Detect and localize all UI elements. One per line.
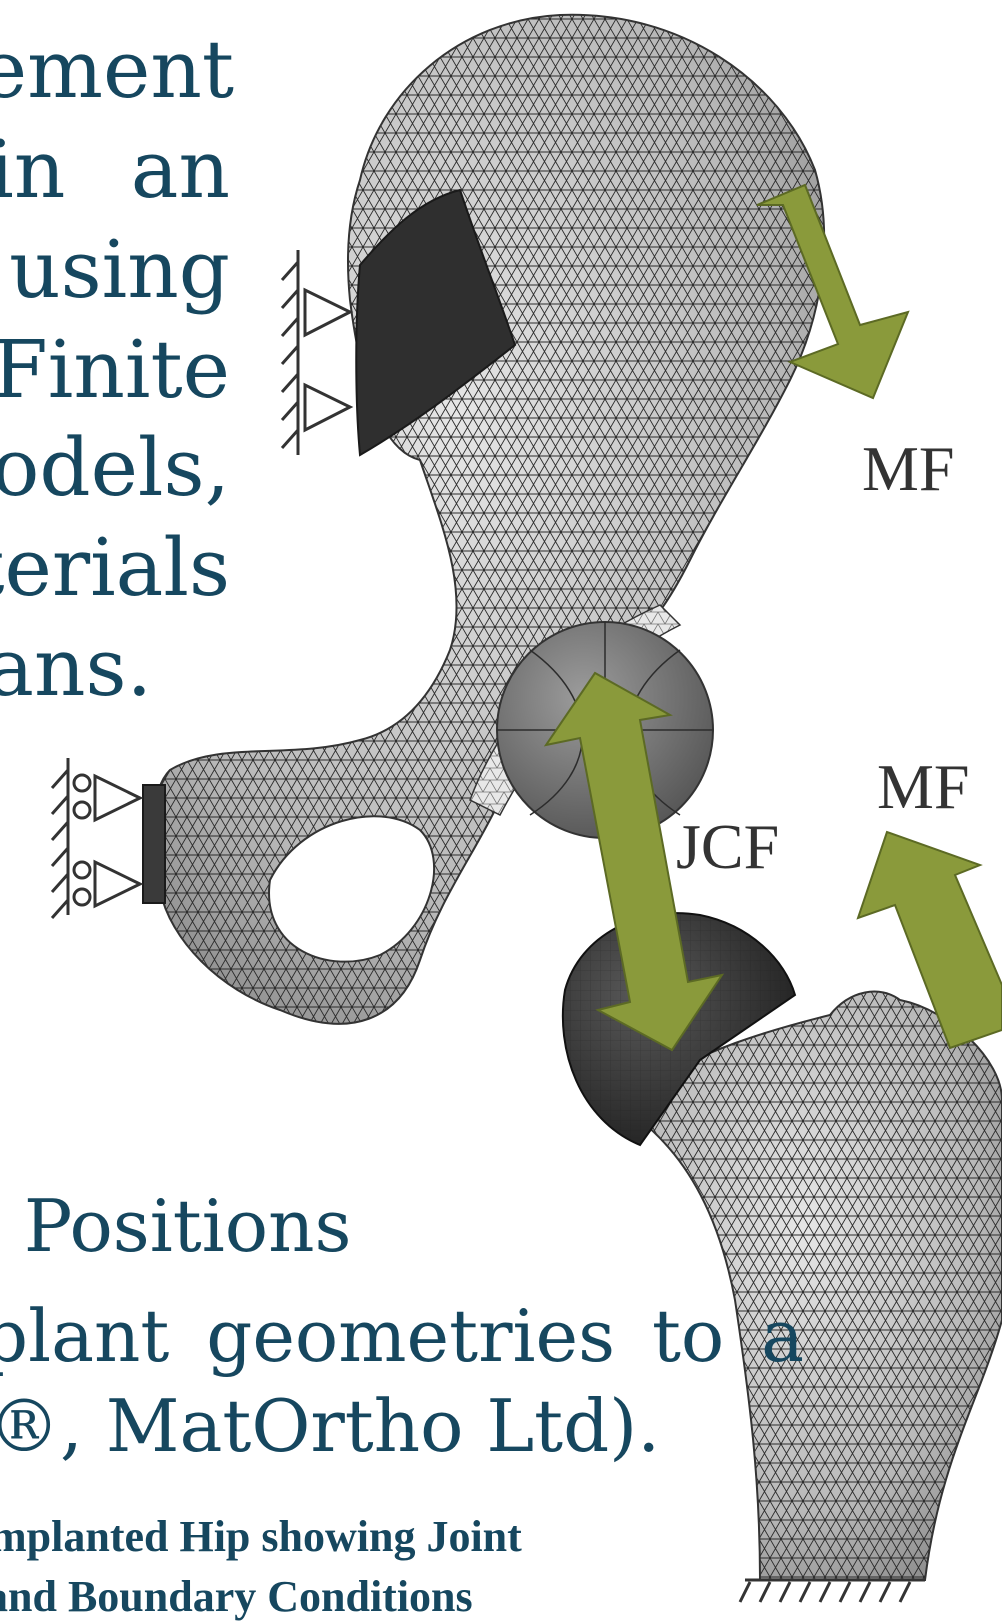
- figure-caption-line-1: mplanted Hip showing Joint: [0, 1515, 522, 1559]
- pubis-fixation-block: [143, 785, 165, 903]
- label-jcf: JCF: [676, 815, 779, 879]
- femur-base-fixation: [740, 1580, 925, 1602]
- label-mf-lower: MF: [877, 755, 970, 819]
- paragraph-line-1: plant geometries to a: [0, 1300, 804, 1372]
- femur-bone: [640, 992, 1002, 1580]
- section-heading: l Positions: [0, 1190, 351, 1262]
- pubis-roller-support: [52, 758, 140, 918]
- paragraph-line-2: ®, MatOrtho Ltd).: [0, 1390, 660, 1462]
- figure-caption-line-2: and Boundary Conditions: [0, 1575, 473, 1619]
- label-mf-upper: MF: [862, 437, 955, 501]
- ilium-pin-support: [282, 250, 350, 455]
